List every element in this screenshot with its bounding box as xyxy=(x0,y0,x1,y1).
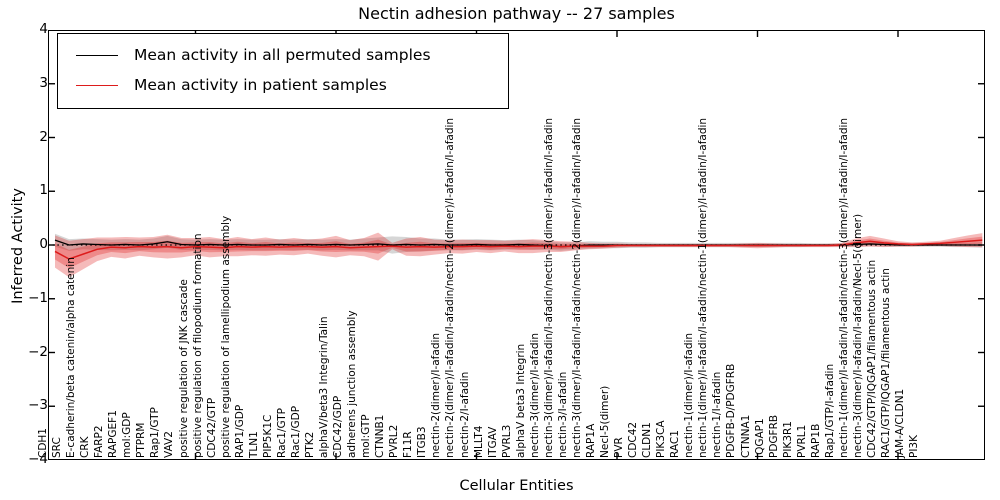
chart-title: Nectin adhesion pathway -- 27 samples xyxy=(358,4,675,23)
x-tick-label: Necl-5(dimer) xyxy=(599,385,611,458)
x-tick-label: IQGAP1 xyxy=(753,418,766,458)
x-tick-label: CDC42/GTP xyxy=(205,397,218,458)
x-tick-label: VAV2 xyxy=(163,431,176,458)
x-tick-label: E-cadherin/beta catenin/alpha catenin xyxy=(65,257,78,458)
x-tick-label: RAPGEF1 xyxy=(107,410,120,458)
x-tick-label: RAC1 xyxy=(669,430,682,458)
x-tick-label: PVR xyxy=(613,437,626,458)
x-tick-label: PIP5K1C xyxy=(261,414,274,458)
permuted-band xyxy=(55,233,983,254)
x-tick-label: PVRL1 xyxy=(795,424,808,458)
x-tick-label: nectin-2(dimer)/I-afadin/I-afadin/nectin… xyxy=(444,117,457,458)
x-tick-label: Rac1/GTP xyxy=(275,408,288,458)
x-tick-label: ITGB3 xyxy=(416,426,429,458)
x-tick-label: PVRL3 xyxy=(500,424,513,458)
plot-area xyxy=(48,30,985,460)
x-tick-label: nectin-2/I-afadin xyxy=(458,371,471,458)
x-tick-label: PDGFRB xyxy=(767,414,780,458)
x-tick-label: nectin-1/I-afadin xyxy=(711,371,724,458)
x-tick-label: CDC42/GTP/IQGAP1/filamentous actin xyxy=(865,259,878,458)
y-tick-label: 3 xyxy=(39,74,48,91)
x-tick-label: positive regulation of JNK cascade xyxy=(177,279,190,458)
x-tick-label: FARP2 xyxy=(93,425,106,458)
x-tick-label: PIK3CA xyxy=(655,420,668,458)
x-tick-label: Rac1/GDP xyxy=(289,405,302,458)
x-tick-label: mol:GDP xyxy=(121,412,134,458)
x-tick-label: CTNNA1 xyxy=(739,414,752,458)
x-tick-label: nectin-3(dimer)/I-afadin/I-afadin/nectin… xyxy=(570,117,583,458)
x-tick-label: alphaV/beta3 Integrin/Talin xyxy=(318,316,330,458)
patient-band-outer xyxy=(55,232,983,278)
x-tick-label: mol:GTP xyxy=(360,414,373,458)
x-tick-label: F11R xyxy=(402,431,415,458)
x-tick-label: CDC42/GDP xyxy=(332,395,345,458)
x-tick-label: nectin-1(dimer)/I-afadin/I-afadin/nectin… xyxy=(697,117,710,458)
x-tick-label: positive regulation of lamellipodium ass… xyxy=(219,215,232,458)
y-tick-label: −4 xyxy=(28,451,48,467)
x-tick-label: SRC xyxy=(51,437,64,458)
x-tick-label: RAP1B xyxy=(809,423,822,458)
x-tick-label: adherens junction assembly xyxy=(346,310,359,458)
x-tick-label: CLDN1 xyxy=(641,422,654,458)
legend-label: Mean activity in patient samples xyxy=(134,76,387,94)
x-tick-label: nectin-1(dimer)/I-afadin xyxy=(683,332,696,458)
x-tick-label: positive regulation of filopodium format… xyxy=(191,233,204,458)
x-tick-label: nectin-1(dimer)/I-afadin/I-afadin/nectin… xyxy=(837,117,850,458)
y-tick-label: 2 xyxy=(39,128,48,145)
legend: Mean activity in all permuted samples Me… xyxy=(57,33,509,109)
y-tick-label: 4 xyxy=(39,21,48,37)
y-tick-label: −1 xyxy=(28,289,48,306)
x-tick-label: nectin-3/I-afadin xyxy=(556,371,569,458)
x-tick-label: RAP1A xyxy=(584,423,597,458)
x-tick-label: ITGAV xyxy=(486,426,499,458)
y-tick-label: 0 xyxy=(39,236,48,252)
legend-label: Mean activity in all permuted samples xyxy=(134,46,431,64)
y-tick-label: −3 xyxy=(28,397,48,414)
legend-item-permuted: Mean activity in all permuted samples xyxy=(68,40,498,70)
legend-item-patient: Mean activity in patient samples xyxy=(68,70,498,100)
x-tick-label: nectin-3(dimer)/I-afadin xyxy=(528,332,541,458)
y-tick-label: 1 xyxy=(39,182,48,199)
legend-line-black xyxy=(76,54,118,56)
x-tick-label: CRK xyxy=(79,436,92,458)
x-tick-label: RAC1/GTP/IQGAP1/filamentous actin xyxy=(880,268,892,458)
x-tick-label: TLN1 xyxy=(247,431,260,458)
x-tick-label: nectin-2(dimer)/I-afadin xyxy=(430,332,443,458)
x-tick-label: CDC42 xyxy=(627,421,640,458)
y-tick-label: −2 xyxy=(28,343,48,360)
x-tick-label: CTNNB1 xyxy=(374,414,387,458)
x-tick-label: Rap1/GTP xyxy=(149,407,162,458)
x-tick-label: JAM-A/CLDN1 xyxy=(894,388,907,458)
x-tick-label: RAP1/GDP xyxy=(233,404,246,458)
x-tick-label: PIK3R1 xyxy=(781,421,794,458)
x-tick-label: alphaV beta3 Integrin xyxy=(514,343,527,458)
x-tick-label: PDGFB-D/PDGFRB xyxy=(725,363,738,458)
x-tick-label: PTK2 xyxy=(303,431,316,458)
x-tick-label: PVRL2 xyxy=(388,424,401,458)
legend-line-red xyxy=(76,84,118,86)
x-tick-label: nectin-3(dimer)/I-afadin/I-afadin/nectin… xyxy=(542,117,555,458)
x-tick-label: MLLT4 xyxy=(472,425,485,458)
x-axis-label: Cellular Entities xyxy=(459,478,574,494)
x-tick-label: PI3K xyxy=(908,435,921,458)
patient-mean-line xyxy=(54,239,983,260)
x-tick-label: PTPRM xyxy=(135,422,148,458)
x-tick-label: CDH1 xyxy=(37,428,49,458)
x-tick-label: Rap1/GTP/I-afadin xyxy=(823,363,836,458)
x-tick-label: nectin-3(dimer)/I-afadin/I-afadin/Necl-5… xyxy=(851,213,864,458)
